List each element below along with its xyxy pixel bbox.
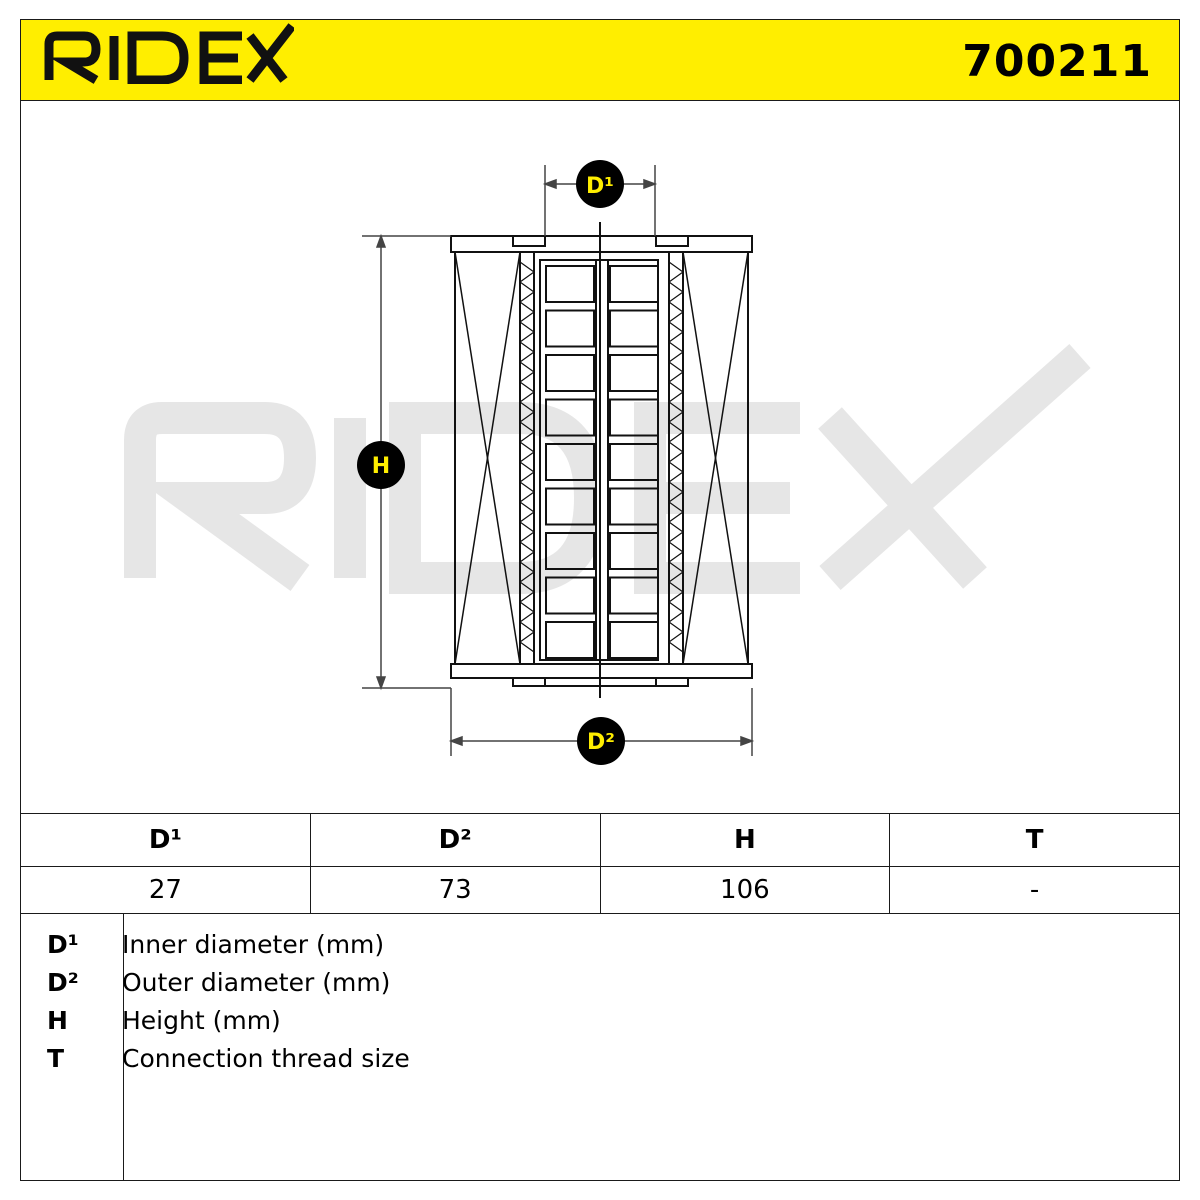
core-slot (609, 265, 659, 303)
spec-value-t: - (889, 866, 1180, 914)
spec-value-h: 106 (599, 866, 891, 914)
legend-text: Inner diameter (mm) (122, 930, 385, 959)
core-slot (545, 621, 595, 659)
legend-item: T Connection thread size (21, 1044, 1121, 1082)
core-slot (545, 265, 595, 303)
part-number: 700211 (962, 36, 1152, 87)
core-slot (545, 309, 595, 348)
d1-marker-label: D¹ (586, 174, 614, 199)
core-slot (545, 487, 595, 526)
legend-item: D² Outer diameter (mm) (21, 968, 1121, 1006)
core-slot (609, 621, 659, 659)
legend-text: Outer diameter (mm) (122, 968, 391, 997)
legend-item: D¹ Inner diameter (mm) (21, 930, 1121, 968)
core-slot (609, 354, 659, 392)
core-slot (609, 309, 659, 348)
spec-header-t: T (889, 813, 1180, 867)
spec-value-d2: 73 (309, 866, 601, 914)
spec-table-header-row: D¹ D² H T (20, 813, 1180, 867)
core-slot (609, 443, 659, 481)
legend-key: D² (47, 968, 79, 997)
core-slot (545, 398, 595, 437)
spec-header-d2: D² (309, 813, 601, 867)
core-slot (545, 532, 595, 570)
spec-header-d1: D¹ (20, 813, 311, 867)
legend-key: T (47, 1044, 65, 1073)
spec-table-value-row: 27 73 106 - (20, 866, 1180, 914)
legend-key: D¹ (47, 930, 79, 959)
legend-text: Height (mm) (122, 1006, 281, 1035)
d1-marker (576, 160, 624, 208)
bottom-end-cap (450, 663, 753, 679)
h-marker (357, 441, 405, 489)
ridex-watermark (124, 344, 1091, 594)
ridex-logo (44, 23, 294, 84)
d2-marker-label: D² (587, 730, 615, 755)
core-slot (609, 532, 659, 570)
spec-header-h: H (599, 813, 891, 867)
legend-key: H (47, 1006, 68, 1035)
d2-marker (577, 717, 625, 765)
core-slot (545, 354, 595, 392)
core-slot (609, 576, 659, 615)
core-slot (545, 576, 595, 615)
h-marker-label: H (372, 454, 390, 479)
spec-table: D¹ D² H T 27 73 106 - (20, 813, 1180, 914)
legend: D¹ Inner diameter (mm) D² Outer diameter… (20, 913, 1180, 1181)
filter-drawing: D¹ H D² (124, 160, 1091, 765)
core-slot (609, 487, 659, 526)
spec-value-d1: 27 (20, 866, 311, 914)
top-end-cap (450, 235, 753, 253)
legend-item: H Height (mm) (21, 1006, 1121, 1044)
core-slot (545, 443, 595, 481)
legend-text: Connection thread size (122, 1044, 410, 1073)
legend-divider (123, 914, 124, 1180)
core-slot (609, 398, 659, 437)
